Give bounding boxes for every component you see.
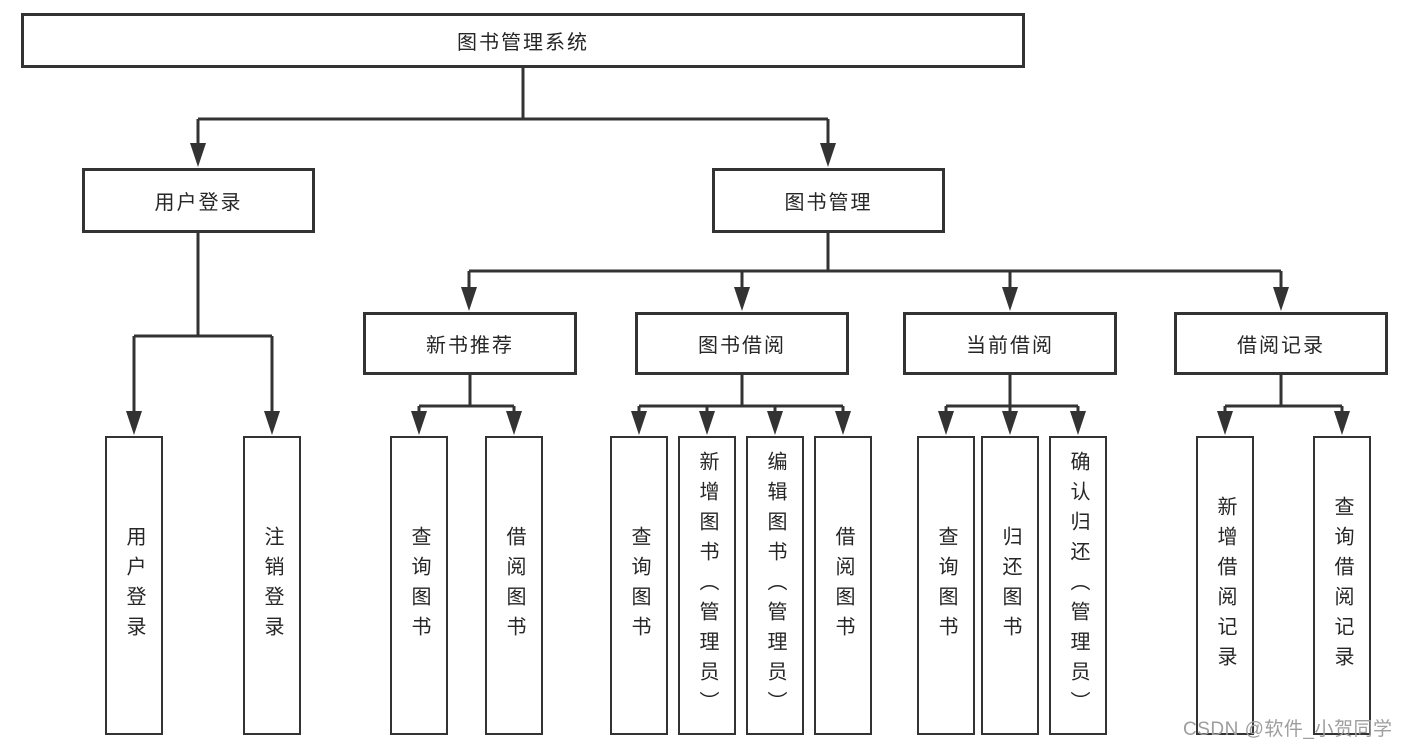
leaf-user-login: 用户登录 [105,436,163,735]
leaf-current-return-book: 归还图书 [981,436,1039,735]
leaf-record-add-borrow-record: 新增借阅记录 [1196,436,1254,735]
leaf-current-query-book: 查询图书 [917,436,975,735]
leaf-recommend-query-book: 查询图书 [390,436,448,735]
leaf-logout-login: 注销登录 [243,436,301,735]
leaf-borrow-borrow-book: 借阅图书 [814,436,872,735]
leaf-borrow-add-book-admin: 新增图书（管理员） [678,436,736,735]
node-book-borrow: 图书借阅 [635,312,849,375]
leaf-borrow-edit-book-admin: 编辑图书（管理员） [746,436,804,735]
node-current-borrow: 当前借阅 [903,312,1117,375]
leaf-record-query-borrow-record: 查询借阅记录 [1313,436,1371,735]
leaf-borrow-query-book: 查询图书 [610,436,668,735]
node-book-management: 图书管理 [712,168,945,233]
leaf-current-confirm-return-admin: 确认归还（管理员） [1049,436,1107,735]
node-root: 图书管理系统 [21,13,1025,68]
node-new-book-recommend: 新书推荐 [363,312,577,375]
watermark: CSDN @软件_小贺同学 [1183,719,1393,740]
node-borrow-record: 借阅记录 [1174,312,1388,375]
leaf-recommend-borrow-book: 借阅图书 [485,436,543,735]
node-user-login: 用户登录 [82,168,315,233]
